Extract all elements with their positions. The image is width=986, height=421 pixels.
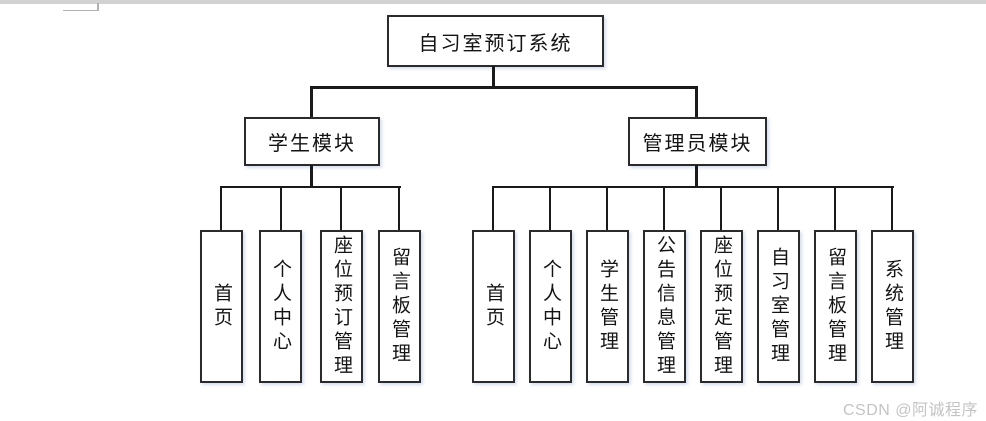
leaf-label: 系统管理 <box>882 258 903 355</box>
connector-drop-leaf <box>720 186 722 231</box>
connector-drop-leaf <box>492 186 494 231</box>
connector-drop-leaf <box>280 186 282 231</box>
leaf-label: 座位预定管理 <box>711 234 732 379</box>
leaf-node-admin-announcement-mgmt: 公告信息管理 <box>643 230 686 383</box>
connector-drop-leaf <box>777 186 779 231</box>
connector-drop-leaf <box>663 186 665 231</box>
leaf-label: 个人中心 <box>270 258 291 355</box>
leaf-label: 公告信息管理 <box>654 234 675 379</box>
connector-drop-leaf <box>220 186 222 231</box>
leaf-node-admin-home: 首页 <box>472 230 515 383</box>
root-node-label: 自习室预订系统 <box>418 32 573 55</box>
root-node: 自习室预订系统 <box>387 15 604 67</box>
leaf-label: 首页 <box>483 282 504 331</box>
leaf-label: 留言板管理 <box>389 246 410 367</box>
connector-drop-leaf <box>398 186 400 231</box>
leaf-label: 学生管理 <box>597 258 618 355</box>
connector-admin-rail <box>492 186 894 188</box>
leaf-label: 留言板管理 <box>825 246 846 367</box>
leaf-node-admin-personal-center: 个人中心 <box>529 230 572 383</box>
leaf-node-admin-system-mgmt: 系统管理 <box>871 230 914 383</box>
branch-node-student-label: 学生模块 <box>268 133 356 155</box>
leaf-node-student-home: 首页 <box>200 230 243 383</box>
branch-node-student: 学生模块 <box>244 117 380 166</box>
leaf-node-admin-student-mgmt: 学生管理 <box>586 230 629 383</box>
connector-drop-leaf <box>606 186 608 231</box>
connector-drop-leaf <box>340 186 342 231</box>
leaf-node-student-message-board: 留言板管理 <box>378 230 421 383</box>
branch-node-admin: 管理员模块 <box>628 117 767 166</box>
connector-drop-student <box>310 86 313 117</box>
ruler-mark-vertical <box>97 3 99 11</box>
connector-student-stub <box>310 165 313 187</box>
window-top-bar <box>0 0 986 4</box>
leaf-node-admin-seat-reservation-mgmt: 座位预定管理 <box>700 230 743 383</box>
watermark: CSDN @阿诚程序 <box>842 402 978 419</box>
connector-student-rail <box>220 186 401 188</box>
connector-drop-leaf <box>834 186 836 231</box>
connector-drop-leaf <box>549 186 551 231</box>
leaf-label: 座位预订管理 <box>331 234 352 379</box>
leaf-node-student-seat-reservation: 座位预订管理 <box>320 230 363 383</box>
connector-drop-leaf <box>891 186 893 231</box>
leaf-node-student-personal-center: 个人中心 <box>259 230 302 383</box>
branch-node-admin-label: 管理员模块 <box>642 133 753 155</box>
leaf-node-admin-study-room-mgmt: 自习室管理 <box>757 230 800 383</box>
connector-drop-admin <box>695 86 698 117</box>
leaf-label: 自习室管理 <box>768 246 789 367</box>
ruler-mark-horizontal <box>63 10 99 11</box>
leaf-node-admin-message-board-mgmt: 留言板管理 <box>814 230 857 383</box>
connector-root-stub <box>492 66 495 88</box>
leaf-label: 个人中心 <box>540 258 561 355</box>
leaf-label: 首页 <box>211 282 232 331</box>
connector-level1-rail <box>310 86 698 89</box>
connector-admin-stub <box>695 165 698 187</box>
